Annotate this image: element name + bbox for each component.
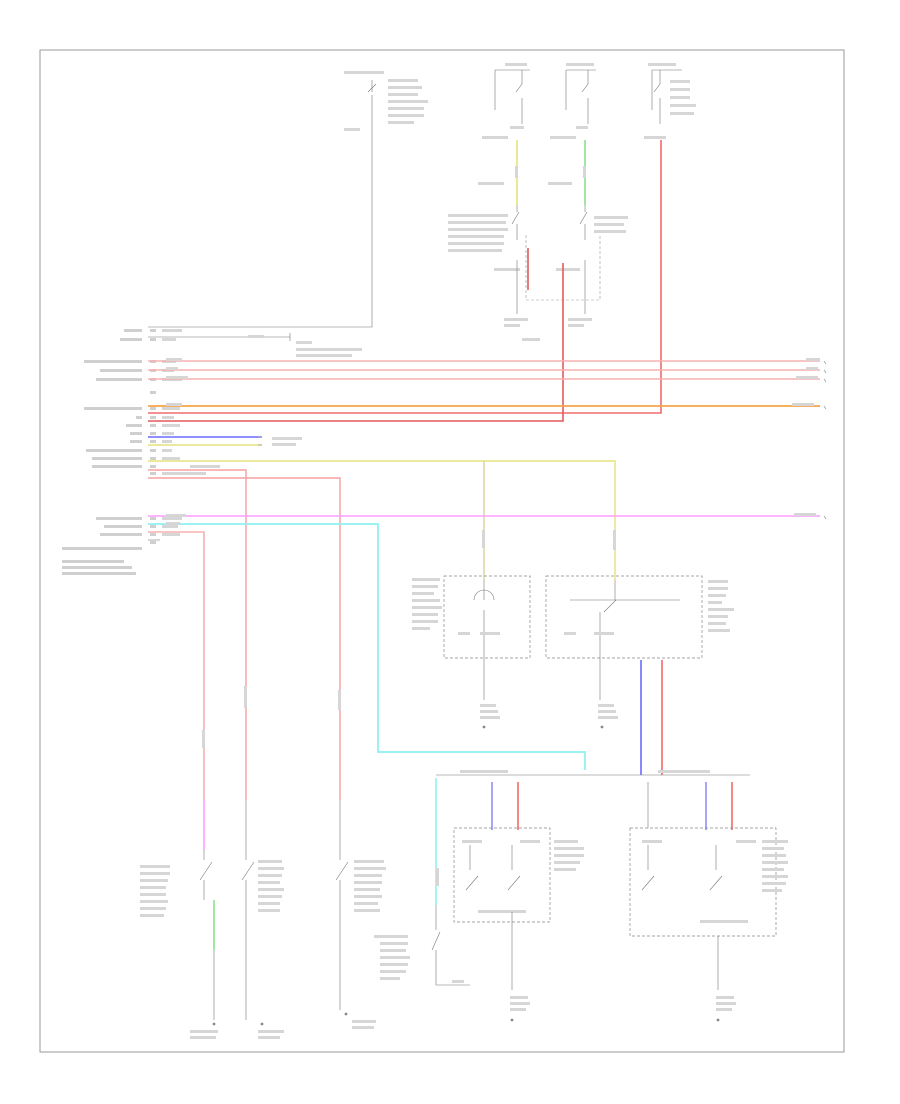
module-pin-labels [62, 329, 142, 575]
junction-labels [460, 770, 710, 773]
bus-right-labels [792, 358, 820, 516]
diagram-frame [39, 49, 845, 1053]
splice-label [248, 335, 362, 357]
door-lock-switch-assembly [448, 182, 628, 327]
top-left-switch [367, 80, 377, 93]
bus-end-arrows [258, 360, 827, 520]
top-switch-2 [550, 63, 596, 139]
bus-cyan [148, 523, 586, 770]
top-switch-1 [482, 63, 530, 139]
right-actuator-module [545, 575, 734, 729]
left-actuator-module [412, 575, 531, 729]
bus-red-3 [148, 531, 205, 800]
left-door-lock-motor [453, 782, 584, 1022]
right-door-lock-motor [629, 782, 788, 1022]
key-cylinder-switch [374, 905, 470, 986]
wire-darkred-switch [148, 248, 564, 422]
wire-red-top [148, 140, 662, 414]
bus-yellow-2 [148, 460, 616, 580]
vertical-wire-codes [202, 166, 616, 886]
bus-mid-labels [166, 338, 540, 525]
wire-gray-top [148, 95, 373, 328]
bottom-left-switch-2 [241, 800, 284, 1039]
wire-gray-pin [148, 333, 291, 341]
bus-red-1 [148, 469, 247, 800]
bottom-left-switch-3 [335, 800, 386, 1029]
top-left-switch-label [344, 71, 428, 131]
bottom-left-switch-1 [140, 800, 218, 1039]
top-switch-3 [644, 63, 696, 139]
